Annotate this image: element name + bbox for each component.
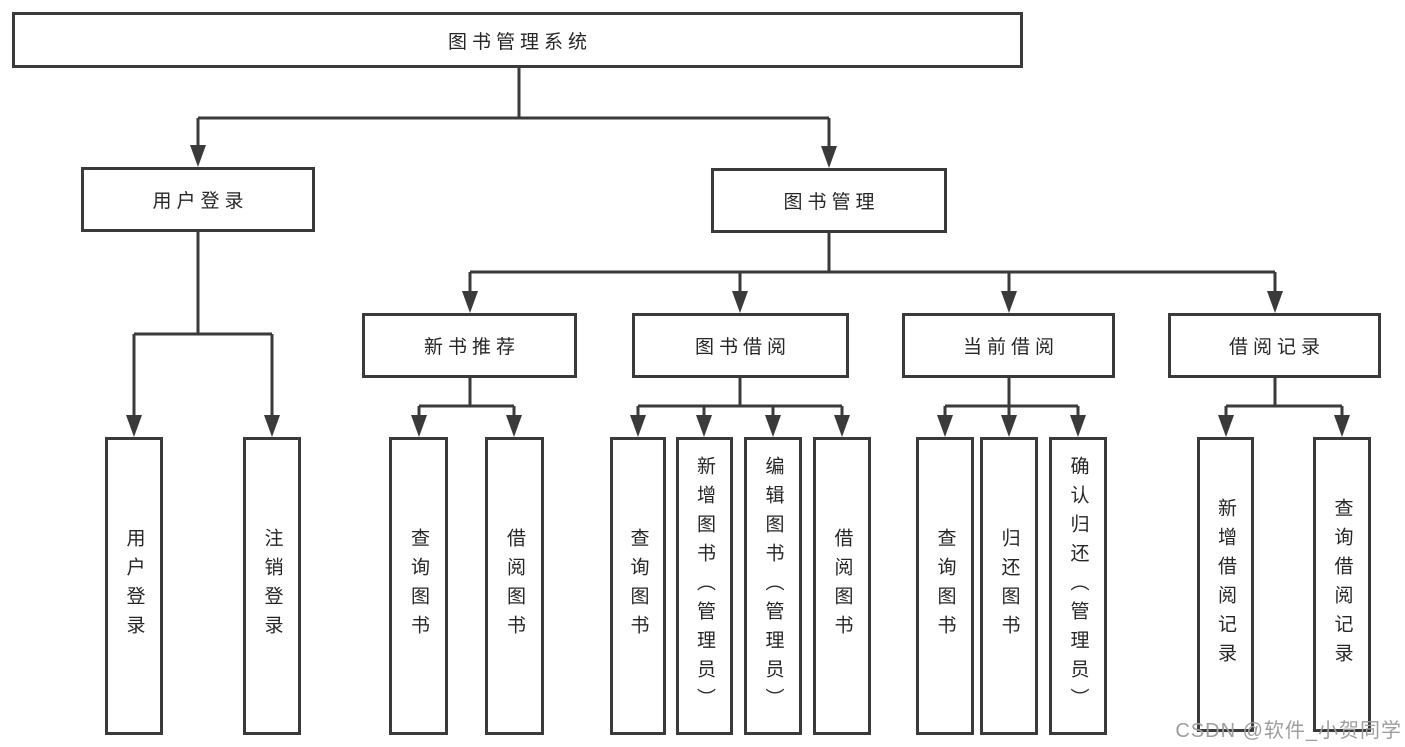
node-label: 用户登录 [123, 528, 145, 644]
node-label: 查询图书 [408, 528, 429, 644]
node-label: 查询图书 [627, 528, 649, 644]
node-leaf-return-books: 归还图书 [980, 437, 1038, 735]
node-leaf-user-login: 用户登录 [105, 437, 163, 735]
node-current-borrow: 当前借阅 [902, 313, 1115, 378]
node-book-borrow: 图书借阅 [632, 313, 849, 378]
node-label: 新增借阅记录 [1215, 497, 1236, 672]
node-label: 查询图书 [934, 528, 956, 644]
node-label: 借阅图书 [831, 528, 853, 644]
node-leaf-borrow-books-recommend: 借阅图书 [485, 437, 544, 735]
node-label: 用户登录 [152, 191, 249, 212]
node-label: 当前借阅 [962, 337, 1059, 358]
node-label: 新书推荐 [423, 337, 520, 358]
node-label: 注销登录 [261, 528, 283, 644]
node-leaf-edit-books-admin: 编辑图书（管理员） [744, 437, 802, 735]
node-leaf-add-books-admin: 新增图书（管理员） [676, 437, 733, 735]
node-label: 图书借阅 [694, 337, 791, 358]
node-book-management: 图书管理 [711, 168, 947, 233]
node-user-login: 用户登录 [81, 167, 315, 232]
node-borrow-records: 借阅记录 [1168, 313, 1381, 378]
node-leaf-query-books-current: 查询图书 [916, 437, 974, 735]
node-label: 查询借阅记录 [1331, 497, 1353, 672]
node-leaf-confirm-return-admin: 确认归还（管理员） [1049, 437, 1107, 735]
node-label: 编辑图书（管理员） [762, 455, 784, 717]
node-label: 归还图书 [998, 528, 1020, 644]
node-leaf-add-borrow-record: 新增借阅记录 [1197, 437, 1254, 732]
node-label: 借阅记录 [1228, 337, 1325, 358]
node-new-book-recommend: 新书推荐 [362, 313, 577, 378]
node-label: 图书管理系统 [447, 31, 592, 53]
node-leaf-logout: 注销登录 [243, 437, 301, 735]
node-leaf-query-books-recommend: 查询图书 [389, 437, 448, 735]
node-system-root: 图书管理系统 [12, 12, 1023, 68]
node-leaf-borrow-books: 借阅图书 [813, 437, 871, 735]
node-label: 图书管理 [783, 192, 880, 213]
node-label: 新增图书（管理员） [694, 455, 715, 717]
node-label: 借阅图书 [504, 528, 525, 644]
node-leaf-query-books-borrow: 查询图书 [610, 437, 666, 735]
node-label: 确认归还（管理员） [1067, 455, 1089, 717]
node-leaf-query-borrow-record: 查询借阅记录 [1313, 437, 1371, 732]
csdn-watermark: CSDN @软件_小贺同学 [1175, 720, 1402, 742]
